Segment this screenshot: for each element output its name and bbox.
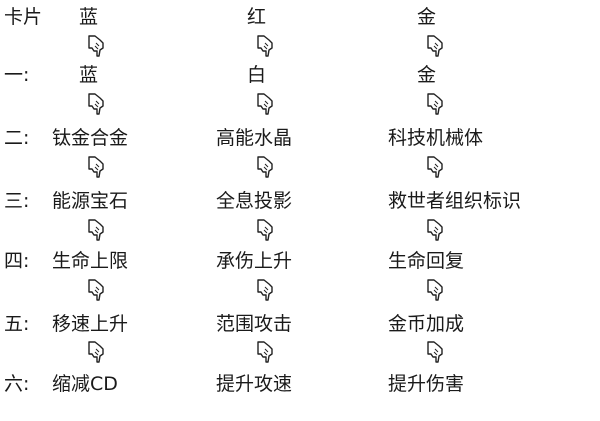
- cell-4-red: 承伤上升: [216, 250, 293, 272]
- cell-4-gold: 生命回复: [388, 250, 465, 272]
- cell-5-red: 范围攻击: [216, 313, 293, 335]
- cell-1-blue: 蓝: [79, 64, 99, 86]
- pointing-down-hand-icon: [86, 155, 106, 179]
- pointing-down-hand-icon: [86, 34, 106, 58]
- pointing-down-hand-icon: [255, 155, 275, 179]
- cell-3-gold: 救世者组织标识: [388, 190, 522, 212]
- row-label-2: 二:: [4, 127, 30, 149]
- cell-6-blue: 缩减CD: [52, 373, 118, 395]
- cell-3-blue: 能源宝石: [52, 190, 129, 212]
- cell-3-red: 全息投影: [216, 190, 293, 212]
- pointing-down-hand-icon: [425, 340, 445, 364]
- row-label-5: 五:: [4, 313, 30, 335]
- pointing-down-hand-icon: [255, 218, 275, 242]
- cell-6-gold: 提升伤害: [388, 373, 465, 395]
- cell-2-red: 高能水晶: [216, 127, 293, 149]
- row-label-1: 一:: [4, 64, 30, 86]
- column-header-red: 红: [247, 6, 267, 28]
- column-header-gold: 金: [417, 6, 437, 28]
- pointing-down-hand-icon: [255, 278, 275, 302]
- cell-6-red: 提升攻速: [216, 373, 293, 395]
- pointing-down-hand-icon: [425, 278, 445, 302]
- pointing-down-hand-icon: [86, 278, 106, 302]
- pointing-down-hand-icon: [425, 92, 445, 116]
- pointing-down-hand-icon: [425, 218, 445, 242]
- cell-1-gold: 金: [417, 64, 437, 86]
- header-label: 卡片: [4, 6, 43, 28]
- pointing-down-hand-icon: [425, 155, 445, 179]
- cell-1-red: 白: [247, 64, 267, 86]
- row-label-3: 三:: [4, 190, 30, 212]
- row-label-4: 四:: [4, 250, 30, 272]
- pointing-down-hand-icon: [86, 218, 106, 242]
- column-header-blue: 蓝: [79, 6, 99, 28]
- cell-5-gold: 金币加成: [388, 313, 465, 335]
- cell-4-blue: 生命上限: [52, 250, 129, 272]
- pointing-down-hand-icon: [255, 34, 275, 58]
- cell-5-blue: 移速上升: [52, 313, 129, 335]
- cell-2-blue: 钛金合金: [52, 127, 129, 149]
- pointing-down-hand-icon: [86, 92, 106, 116]
- pointing-down-hand-icon: [425, 34, 445, 58]
- row-label-6: 六:: [4, 373, 30, 395]
- pointing-down-hand-icon: [86, 340, 106, 364]
- pointing-down-hand-icon: [255, 92, 275, 116]
- pointing-down-hand-icon: [255, 340, 275, 364]
- cell-2-gold: 科技机械体: [388, 127, 484, 149]
